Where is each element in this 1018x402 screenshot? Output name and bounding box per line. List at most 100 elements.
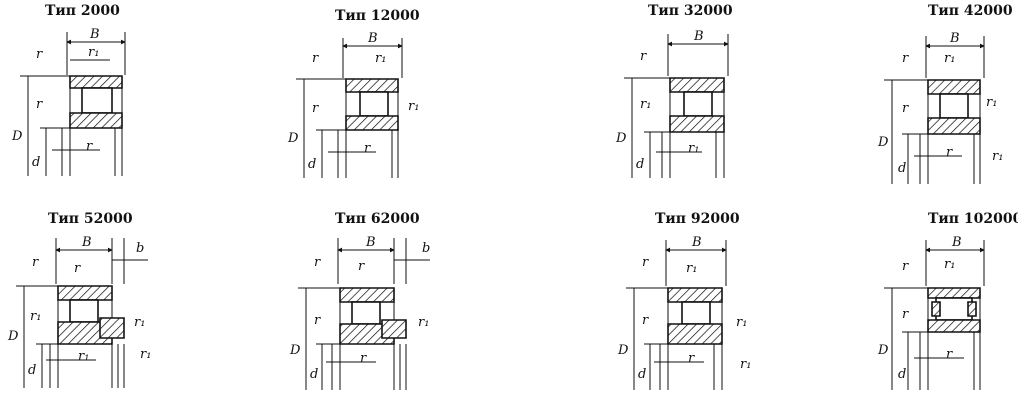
outer-ring	[345, 78, 399, 93]
label-D: D	[877, 135, 889, 150]
label-r-3: r	[946, 145, 953, 160]
label-d: d	[636, 157, 644, 172]
label-r-2: r	[36, 97, 43, 112]
diagram-type-62000: Тип 62000 B b D d r r r r r₁	[289, 211, 430, 390]
label-D: D	[11, 129, 23, 144]
label-D: D	[617, 343, 629, 358]
label-r-3: r	[364, 141, 371, 156]
roller	[939, 93, 969, 119]
label-D: D	[289, 343, 301, 358]
outer-ring	[927, 287, 981, 299]
cage-left	[931, 301, 941, 317]
diagram-type-102000: Тип 102000 B r₁ D d r r r	[877, 211, 1018, 390]
diagram-title: Тип 92000	[655, 211, 740, 227]
label-D: D	[615, 131, 627, 146]
label-r1-2: r₁	[78, 349, 89, 364]
label-r: r	[640, 49, 647, 64]
label-r-3: r	[946, 347, 953, 362]
label-d: d	[638, 367, 646, 382]
label-r1-3: r₁	[740, 357, 751, 372]
label-r1-2: r₁	[408, 99, 419, 114]
label-b: b	[136, 241, 144, 256]
label-r1-4: r₁	[140, 347, 151, 362]
label-r1: r₁	[418, 315, 429, 330]
diagram-type-2000: Тип 2000 B r₁ D d r r r	[11, 3, 126, 176]
label-d: d	[310, 367, 318, 382]
label-r-4: r	[360, 351, 367, 366]
label-B: B	[951, 235, 962, 250]
label-d: d	[898, 161, 906, 176]
label-r-2: r	[642, 313, 649, 328]
label-d: d	[308, 157, 316, 172]
flange-ring	[99, 317, 125, 339]
label-d: d	[28, 363, 36, 378]
label-r-3: r	[314, 313, 321, 328]
inner-ring	[669, 115, 725, 133]
label-r: r	[312, 51, 319, 66]
outer-ring	[339, 287, 395, 303]
diagram-title: Тип 62000	[335, 211, 420, 227]
diagram-title: Тип 2000	[45, 3, 120, 19]
flange-ring	[381, 319, 407, 339]
label-B: B	[691, 235, 702, 250]
label-r1: r₁	[944, 51, 955, 66]
inner-ring	[69, 112, 123, 129]
label-r: r	[902, 259, 909, 274]
diagram-type-32000: Тип 32000 B D d r r₁ r₁	[615, 3, 733, 178]
label-r-2: r	[902, 101, 909, 116]
roller	[935, 297, 973, 321]
roller	[683, 91, 713, 117]
label-r1-3: r₁	[992, 149, 1003, 164]
label-r-2: r	[74, 261, 81, 276]
diagram-title: Тип 102000	[928, 211, 1018, 227]
inner-ring	[667, 323, 723, 345]
inner-ring	[345, 115, 399, 131]
label-r: r	[32, 255, 39, 270]
label-D: D	[287, 131, 299, 146]
inner-ring	[927, 117, 981, 135]
label-B: B	[949, 31, 960, 46]
roller	[81, 87, 113, 114]
label-D: D	[7, 329, 19, 344]
label-r1: r₁	[944, 257, 955, 272]
label-r-3: r	[86, 139, 93, 154]
label-r-2: r	[312, 101, 319, 116]
label-r-3: r	[688, 351, 695, 366]
cage-right	[967, 301, 977, 317]
diagram-title: Тип 42000	[928, 3, 1013, 19]
label-B: B	[365, 235, 376, 250]
inner-ring	[927, 319, 981, 333]
outer-ring	[57, 285, 113, 301]
label-B: B	[89, 27, 100, 42]
label-r: r	[902, 51, 909, 66]
diagram-type-92000: Тип 92000 B r₁ D d r r r r₁ r₁	[617, 211, 751, 390]
label-d: d	[898, 367, 906, 382]
label-D: D	[877, 343, 889, 358]
roller	[359, 91, 389, 117]
roller	[69, 299, 99, 323]
diagram-type-52000: Тип 52000 B b D d r r r₁ r₁ r₁ r₁	[7, 211, 151, 388]
label-r1-2: r₁	[688, 141, 699, 156]
label-r: r	[314, 255, 321, 270]
label-r1-2: r₁	[986, 95, 997, 110]
label-r: r	[36, 47, 43, 62]
label-r-2: r	[902, 307, 909, 322]
label-r-2: r	[358, 259, 365, 274]
label-r1-3: r₁	[134, 315, 145, 330]
outer-ring	[669, 77, 725, 93]
outer-ring	[69, 75, 123, 89]
label-B: B	[693, 29, 704, 44]
diagram-title: Тип 52000	[48, 211, 133, 227]
diagram-title: Тип 12000	[335, 8, 420, 24]
label-r1: r₁	[30, 309, 41, 324]
label-r: r	[642, 255, 649, 270]
label-B: B	[367, 31, 378, 46]
label-r1-2: r₁	[736, 315, 747, 330]
label-r1: r₁	[88, 45, 99, 60]
label-B: B	[81, 235, 92, 250]
label-r1: r₁	[640, 97, 651, 112]
label-b: b	[422, 241, 430, 256]
diagram-type-12000: Тип 12000 B r₁ D d r r r r₁	[287, 8, 420, 178]
diagram-title: Тип 32000	[648, 3, 733, 19]
